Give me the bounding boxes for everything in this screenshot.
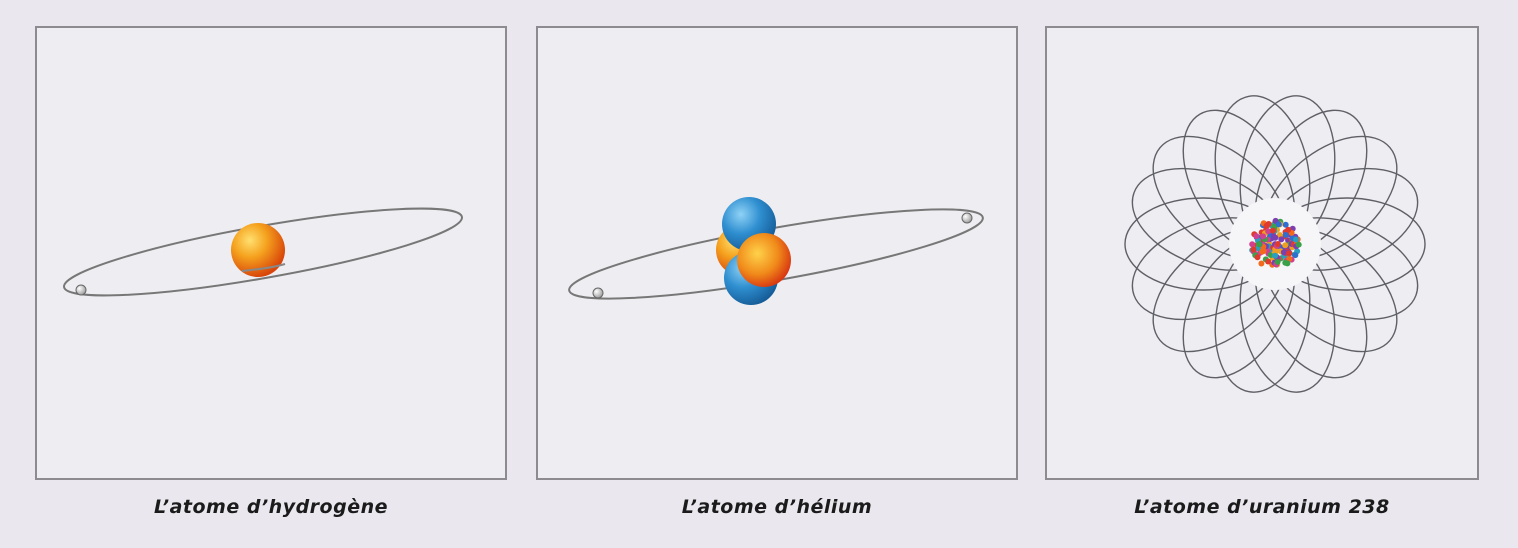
caption-hydrogen: L’atome d’hydrogène: [153, 496, 388, 518]
nucleon: [1249, 241, 1256, 248]
hydrogen-atom-diagram: [63, 207, 463, 297]
nucleon: [1258, 260, 1265, 267]
nucleon: [1292, 252, 1299, 259]
electron: [592, 287, 604, 299]
caption-uranium: L’atome d’uranium 238: [1134, 496, 1390, 518]
nucleon: [1269, 227, 1276, 234]
uranium-atom-diagram: [1124, 95, 1426, 393]
panel-hydrogen: [35, 26, 507, 480]
proton: [231, 223, 285, 277]
orbit-front: [241, 263, 286, 272]
caption-helium: L’atome d’hélium: [681, 496, 873, 518]
helium-atom-diagram: [568, 197, 984, 305]
nucleon: [1282, 221, 1289, 228]
nucleon: [1260, 233, 1267, 240]
nucleon: [1254, 254, 1261, 261]
nucleon: [1259, 248, 1266, 255]
nucleon: [1275, 221, 1282, 228]
electron: [75, 284, 87, 296]
proton: [737, 233, 791, 287]
uranium-nucleus: [1249, 217, 1302, 268]
electron: [961, 212, 973, 224]
nucleon: [1295, 241, 1302, 248]
nucleon: [1278, 236, 1285, 243]
nucleon: [1293, 236, 1299, 243]
nucleon: [1256, 241, 1262, 248]
nucleon: [1274, 241, 1281, 247]
nucleon: [1250, 246, 1257, 253]
panel-helium: [536, 26, 1018, 480]
nucleon: [1253, 233, 1260, 240]
nucleon: [1280, 249, 1287, 256]
nucleon: [1272, 252, 1279, 259]
panel-uranium: [1045, 26, 1479, 480]
nucleon: [1265, 258, 1272, 265]
nucleon: [1265, 221, 1272, 227]
nucleon: [1282, 259, 1289, 266]
nucleon: [1272, 234, 1279, 241]
nucleon: [1285, 226, 1292, 233]
nucleon: [1265, 228, 1272, 235]
nucleon: [1274, 258, 1281, 265]
nucleon: [1286, 250, 1293, 257]
nucleon: [1282, 242, 1289, 249]
nucleon: [1286, 255, 1293, 262]
nucleon: [1282, 231, 1289, 238]
